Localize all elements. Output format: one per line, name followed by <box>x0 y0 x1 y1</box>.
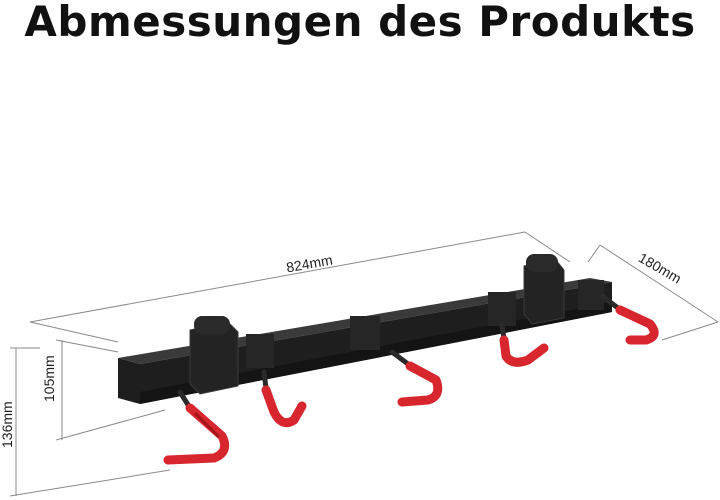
total-height-label: 136mm <box>0 401 15 448</box>
clamp-3 <box>350 316 380 350</box>
wall-rail <box>118 254 612 404</box>
bar-height-extension-bottom <box>55 409 166 441</box>
rail-bottom-edge <box>140 302 612 404</box>
length-extension-left <box>29 321 119 343</box>
hook-3 <box>389 349 443 407</box>
hook-3-coating <box>397 361 443 407</box>
length-extension-right <box>524 231 571 263</box>
depth-label: 180mm <box>636 249 684 286</box>
bar-height-dimension: 105mm <box>41 339 166 441</box>
hook-5-stem <box>599 293 621 311</box>
length-label: 824mm <box>285 252 334 276</box>
clamp-4 <box>488 292 516 326</box>
clamp-2 <box>246 334 274 368</box>
bracket-left-cap <box>194 316 230 334</box>
depth-extension-top <box>587 244 601 263</box>
hook-4-coating <box>499 335 549 367</box>
clamp-5 <box>578 280 604 310</box>
length-dimension-line <box>29 231 526 323</box>
hook-2-coating <box>261 385 307 428</box>
depth-extension-bottom <box>661 321 719 341</box>
hook-1-shade <box>194 412 220 438</box>
total-height-extension-bottom <box>9 469 171 497</box>
hook-5 <box>599 293 659 345</box>
hook-5-coating <box>615 305 659 345</box>
wall-bracket-right <box>523 254 565 325</box>
hook-2-stem <box>261 369 269 391</box>
hook-2 <box>261 369 307 428</box>
page-title: Abmessungen des Produkts <box>24 0 696 46</box>
wall-bracket-left <box>189 316 239 395</box>
length-dimension: 824mm <box>29 231 571 343</box>
rail-end-left <box>118 358 140 404</box>
bar-height-extension-top <box>55 339 119 353</box>
bar-height-label: 105mm <box>41 355 57 402</box>
depth-dimension-line <box>599 244 719 323</box>
hook-4 <box>499 323 549 367</box>
hook-3-stem <box>389 349 411 367</box>
bracket-right-cap <box>526 254 558 272</box>
hook-1 <box>163 389 230 465</box>
hook-1-coating <box>163 403 230 465</box>
total-height-dimension: 136mm <box>0 347 171 497</box>
